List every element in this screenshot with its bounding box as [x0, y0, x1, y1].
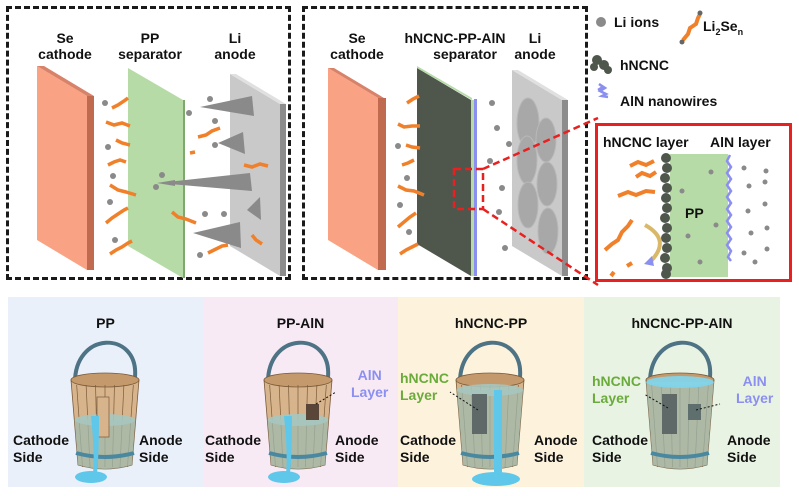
hncnc-legend-icon: [590, 55, 612, 74]
li-ion-particles: [102, 96, 512, 258]
bucket-rim: [70, 372, 140, 388]
se-cathode-label-2: Se cathode: [330, 30, 384, 62]
bucket-hncnc-pp: [449, 340, 525, 486]
inset-aln-layer: [725, 154, 733, 262]
bucket-band: [268, 451, 328, 459]
bucket-handle: [647, 340, 713, 386]
bucket-band: [650, 451, 710, 459]
hncnc-layer-patch: [662, 394, 677, 434]
legend-icons: [590, 10, 703, 99]
bucket-water-volume: [267, 420, 329, 469]
conventional-battery-panel: [6, 6, 291, 280]
modified-battery-panel: [302, 6, 588, 280]
inset-aln-layer-label: AlN layer: [710, 134, 771, 150]
inset-hncnc-layer: [660, 153, 672, 279]
bucket-rim: [263, 372, 333, 388]
hncnc-pp-aln-separator-slab: [417, 66, 477, 276]
modified-separator-label: hNCNC-PP-AlN separator: [404, 30, 506, 62]
legend-li2sen: Li2Sen: [703, 18, 744, 37]
panel-title: PP: [96, 315, 115, 331]
li-ion-legend-icon: [596, 17, 606, 27]
zoom-indicator: [452, 116, 599, 287]
hncnc-arrow: [643, 393, 669, 409]
legend-aln-nanowires: AlN nanowires: [620, 93, 718, 109]
bucket-handle: [72, 340, 138, 386]
panel-title: hNCNC-PP: [454, 315, 528, 331]
se-cathode-label: Se cathode: [38, 30, 92, 62]
aln-arrow: [695, 403, 721, 411]
leak-puddle: [268, 471, 300, 483]
legend-li-ions: Li ions: [614, 14, 660, 30]
pp-separator-slab: [128, 68, 185, 278]
li-anode-label: Li anode: [214, 30, 256, 62]
inset-polysulfides: [603, 159, 658, 278]
leak-stream: [284, 416, 292, 473]
top-particles: [102, 94, 512, 258]
aln-layer-patch: [688, 404, 701, 420]
conventional-battery-diagram: [37, 66, 286, 278]
bucket-water-surface: [456, 384, 524, 396]
pp-separator-label: PP separator: [118, 30, 182, 62]
li-anode-slab-2: [512, 70, 568, 276]
inset-diagram: [603, 153, 770, 279]
leak-puddle: [75, 471, 107, 483]
bucket-pp: [70, 340, 140, 483]
inset-li-ions: [679, 165, 770, 265]
leak-puddle: [472, 472, 520, 486]
se-cathode-slab: [37, 66, 94, 270]
inset-rebound-arrow: [643, 223, 662, 264]
lithium-dendrites: [157, 96, 261, 248]
hncnc-arrow: [449, 391, 479, 411]
panel-title: PP-AlN: [276, 315, 325, 331]
modified-battery-diagram: [328, 66, 599, 287]
bucket-band: [75, 451, 135, 459]
bucket-water-surface: [267, 414, 329, 426]
hncnc-layer-patch: [472, 394, 487, 434]
leak-stream: [494, 390, 502, 475]
aln-legend-icon: [597, 82, 609, 99]
li-anode-slab: [230, 74, 286, 276]
bucket-pp-aln: [263, 340, 337, 483]
inset-hncnc-layer-label: hNCNC layer: [603, 134, 689, 150]
bucket-handle: [265, 340, 331, 386]
bucket-water-surface: [646, 376, 714, 388]
inset-pp-layer: [670, 154, 728, 277]
polysulfide-chains: [104, 94, 425, 256]
aln-layer-patch: [306, 404, 319, 420]
li2sen-legend-icon: [679, 10, 703, 45]
bucket-band: [460, 451, 520, 459]
bucket-hncnc-pp-aln: [643, 340, 721, 470]
legend-hncnc: hNCNC: [620, 57, 669, 73]
li-anode-label-2: Li anode: [514, 30, 556, 62]
bucket-handle: [457, 340, 523, 386]
leak-stream: [91, 416, 99, 473]
zoom-inset-box: [595, 123, 792, 282]
panel-title: hNCNC-PP-AlN: [631, 315, 733, 331]
se-cathode-slab-2: [328, 68, 386, 270]
inset-pp-label: PP: [685, 205, 704, 221]
